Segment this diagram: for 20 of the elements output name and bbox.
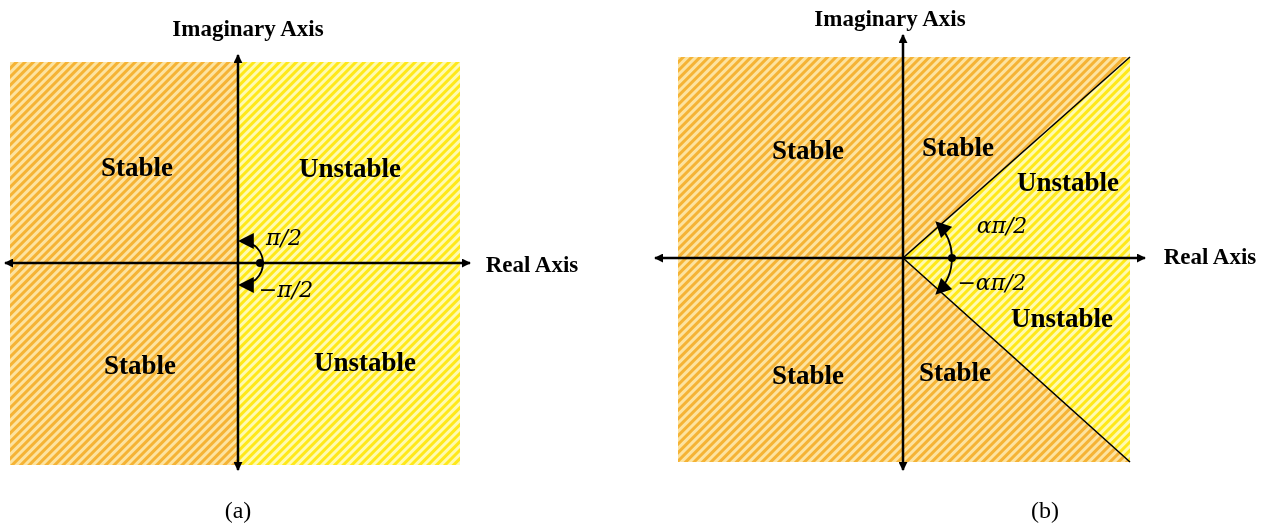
region-label: Stable: [101, 153, 173, 181]
axis-label: Imaginary Axis: [814, 6, 966, 30]
angle-label: −π/2: [258, 279, 314, 301]
region-label: Unstable: [299, 154, 401, 182]
region-label: Stable: [772, 361, 844, 389]
angle-label: απ/2: [976, 215, 1028, 237]
region-label: Unstable: [1011, 304, 1113, 332]
region-label: Unstable: [314, 348, 416, 376]
axis-label: Real Axis: [1163, 244, 1257, 268]
region-label: Stable: [922, 133, 994, 161]
region-label: Stable: [104, 351, 176, 379]
panel-caption: (b): [1031, 498, 1059, 522]
region-label: Stable: [772, 136, 844, 164]
axis-label: Real Axis: [485, 252, 579, 276]
region-label: Unstable: [1017, 168, 1119, 196]
angle-label: −απ/2: [957, 272, 1027, 294]
axis-label: Imaginary Axis: [172, 16, 324, 40]
angle-label: π/2: [266, 227, 302, 249]
panel-caption: (a): [224, 498, 252, 522]
region-label: Stable: [919, 358, 991, 386]
